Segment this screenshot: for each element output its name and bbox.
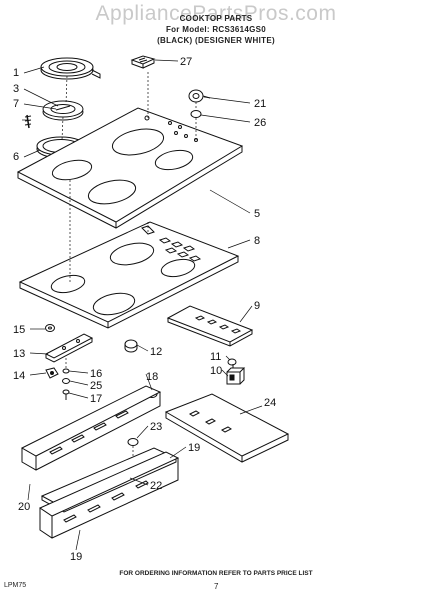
callout-21: 21	[254, 98, 266, 110]
callout-17: 17	[90, 393, 102, 405]
part-12-grommet	[124, 339, 138, 353]
part-23-grommet	[127, 438, 139, 460]
header-title: COOKTOP PARTS	[179, 14, 253, 23]
part-15-nut	[45, 324, 55, 332]
part-10-switch	[226, 364, 246, 385]
callout-11: 11	[210, 351, 221, 363]
part-16-spacer	[62, 368, 70, 374]
part-14-clip	[45, 367, 59, 379]
part-21-switch-knob	[188, 89, 211, 103]
doc-code: LPM75	[4, 582, 27, 589]
callout-labels: 1 3 7 6 27 21 26 5 8 9 12 11 10 15 13 14…	[13, 56, 276, 563]
part-27-knob	[130, 55, 156, 69]
callout-19-upper: 19	[188, 442, 200, 454]
part-7-screw	[24, 114, 32, 129]
callout-7: 7	[13, 98, 19, 110]
callout-14: 14	[13, 370, 25, 382]
part-19-side-rail-right	[164, 393, 290, 463]
callout-16: 16	[90, 368, 102, 380]
callout-18: 18	[146, 371, 158, 383]
alignment-lines	[61, 72, 197, 282]
part-1-burner-element	[40, 57, 101, 80]
part-25-washer	[62, 378, 70, 384]
callout-10: 10	[210, 365, 222, 377]
part-13-hinge-bracket	[44, 333, 94, 363]
callout-19-lower: 19	[70, 551, 82, 563]
callout-24: 24	[264, 397, 276, 409]
callout-26: 26	[254, 117, 266, 129]
page-number: 7	[214, 582, 219, 591]
part-8-burner-box	[18, 221, 240, 329]
callout-6: 6	[13, 151, 19, 163]
part-20-side-rail-left	[20, 385, 162, 471]
callout-13: 13	[13, 348, 25, 360]
callout-27: 27	[180, 56, 192, 68]
callout-5: 5	[254, 208, 260, 220]
callout-9: 9	[254, 300, 260, 312]
header-model: For Model: RCS3614GS0	[165, 25, 267, 34]
footer-instruction: FOR ORDERING INFORMATION REFER TO PARTS …	[119, 570, 313, 577]
callout-23: 23	[150, 421, 162, 433]
callout-1: 1	[13, 67, 19, 79]
part-3-reflector-bowl	[42, 100, 84, 121]
header-colors: (BLACK) (DESIGNER WHITE)	[157, 36, 275, 45]
part-19-front-rail-lower	[38, 451, 180, 539]
callout-22: 22	[150, 480, 162, 492]
part-9-control-bracket	[166, 305, 254, 347]
callout-15: 15	[13, 324, 25, 336]
callout-8: 8	[254, 235, 260, 247]
part-26-washer	[190, 110, 202, 118]
watermark: AppliancePartsPros.com	[95, 2, 337, 25]
part-5-glass-cooktop	[16, 107, 244, 229]
callout-12: 12	[150, 346, 162, 358]
callout-20: 20	[18, 501, 30, 513]
leader-lines	[22, 59, 263, 551]
callout-25: 25	[90, 380, 102, 392]
part-11-nut	[227, 358, 237, 366]
part-17-screw	[62, 389, 70, 400]
callout-3: 3	[13, 83, 19, 95]
